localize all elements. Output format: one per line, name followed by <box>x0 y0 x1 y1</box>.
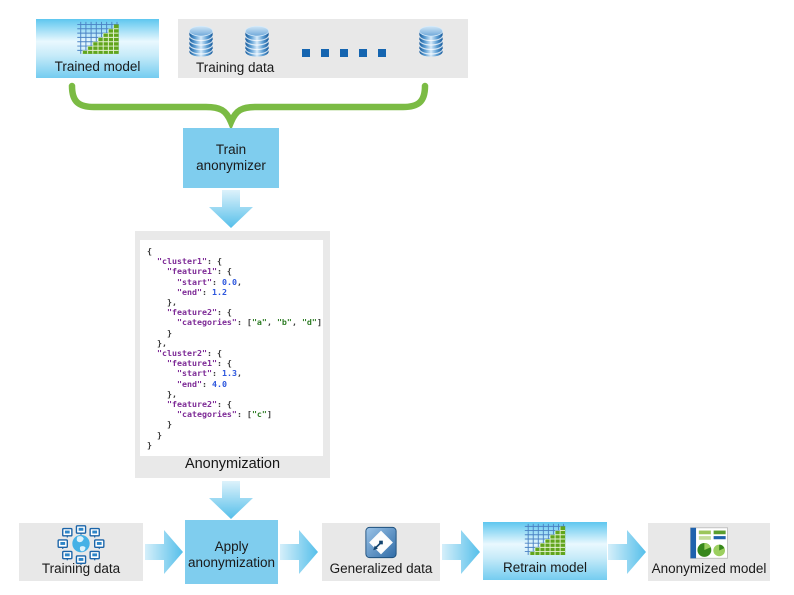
generalize-icon <box>365 526 398 559</box>
pipeline-label: Generalized data <box>329 561 433 576</box>
database-icon <box>242 24 272 58</box>
arrow-right-icon <box>608 530 646 574</box>
network-data-icon <box>56 524 106 566</box>
pipeline-label: Training data <box>41 561 121 576</box>
arrow-right-icon <box>145 530 183 574</box>
arrow-down-icon <box>209 190 253 228</box>
training-data-box-top: Training data <box>178 19 468 78</box>
pipeline-label: Anonymized model <box>651 561 767 576</box>
anonymized-model-box: Anonymized model <box>648 523 770 581</box>
brace-icon <box>68 82 429 128</box>
arrow-down-icon <box>209 481 253 519</box>
model-chart-icon <box>520 523 570 560</box>
retrain-model-box: Retrain model <box>483 522 607 580</box>
pipeline-label: Retrain model <box>502 560 588 575</box>
train-anonymizer-box: Train anonymizer <box>183 128 279 188</box>
model-chart-icon <box>72 21 124 59</box>
apply-anonymization-box: Apply anonymization <box>185 520 278 584</box>
ellipsis-dots <box>302 44 386 62</box>
database-icon <box>186 24 216 58</box>
train-anonymizer-label: Train anonymizer <box>196 142 266 173</box>
anonymization-code: { "cluster1": { "feature1": { "start": 0… <box>140 240 323 456</box>
pipeline-label: Apply anonymization <box>187 539 276 570</box>
report-icon <box>687 525 731 562</box>
arrow-right-icon <box>442 530 480 574</box>
trained-model-label: Trained model <box>54 59 141 74</box>
training-data-box-bottom: Training data <box>19 523 143 581</box>
database-icon <box>416 24 446 58</box>
trained-model-box: Trained model <box>36 19 159 78</box>
anonymization-container: { "cluster1": { "feature1": { "start": 0… <box>135 231 330 478</box>
anonymization-caption: Anonymization <box>184 456 281 472</box>
generalized-data-box: Generalized data <box>322 523 440 581</box>
arrow-right-icon <box>280 530 318 574</box>
training-data-top-label: Training data <box>196 60 275 75</box>
